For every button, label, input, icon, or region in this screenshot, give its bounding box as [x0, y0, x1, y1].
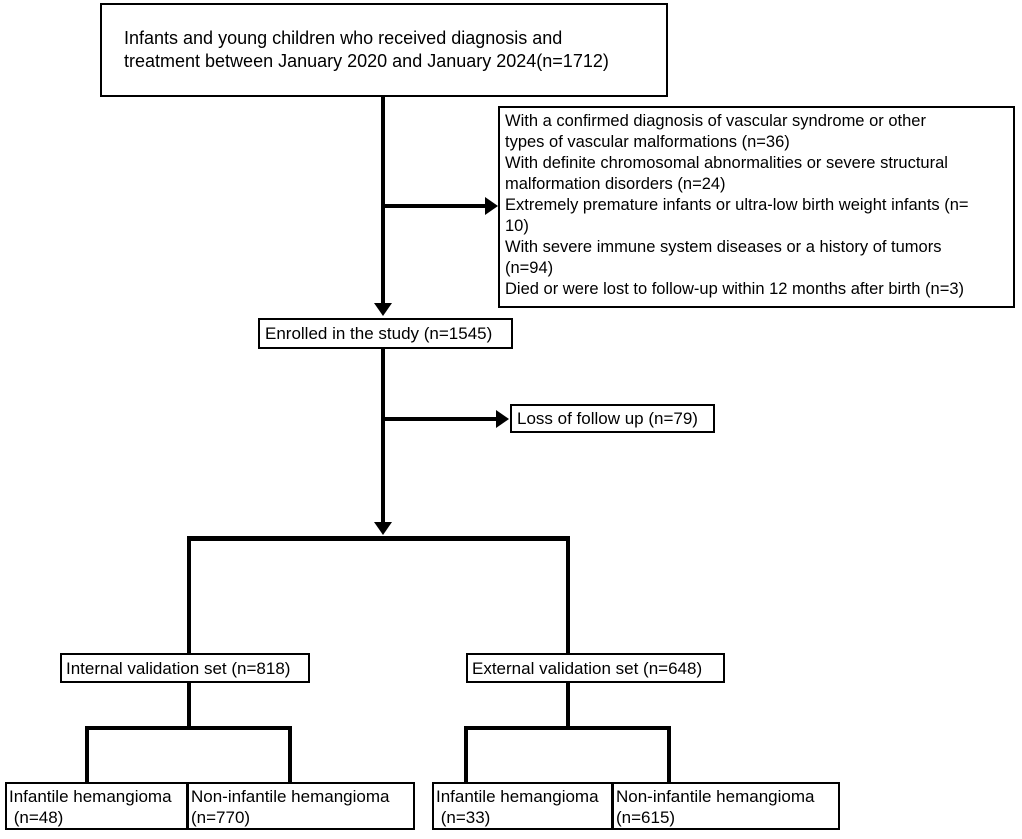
internal-infantile-count: (n=48)	[9, 808, 64, 827]
internal-infantile-line: Infantile hemangioma	[9, 787, 172, 806]
enrolled-label: Enrolled in the study (n=1545)	[265, 324, 493, 343]
external-validation-box: External validation set (n=648)	[466, 653, 725, 683]
external-infantile-line: Infantile hemangioma	[436, 787, 599, 806]
internal-non-infantile-hemangioma-box: Non-infantile hemangioma (n=770)	[187, 782, 415, 830]
exclusion-text-line: (n=94)	[505, 259, 554, 277]
external-infantile-hemangioma-box: Infantile hemangioma (n=33)	[432, 782, 613, 830]
internal-non-infantile-line: Non-infantile hemangioma	[191, 787, 390, 806]
external-sub-right-vertical	[667, 726, 671, 782]
exclusion-text-line: With severe immune system diseases or a …	[505, 238, 942, 256]
exclusion-box: With a confirmed diagnosis of vascular s…	[498, 106, 1015, 308]
internal-infantile-hemangioma-box: Infantile hemangioma (n=48)	[5, 782, 188, 830]
arrow-right-icon	[496, 410, 509, 428]
population-text-line: Infants and young children who received …	[124, 28, 563, 48]
exclusion-text-line: With definite chromosomal abnormalities …	[505, 154, 948, 172]
internal-sub-right-vertical	[288, 726, 292, 782]
external-non-infantile-count: (n=615)	[616, 808, 676, 827]
exclusion-text-line: types of vascular malformations (n=36)	[505, 133, 790, 151]
external-sub-left-vertical	[464, 726, 468, 782]
external-non-infantile-line: Non-infantile hemangioma	[616, 787, 815, 806]
internal-sub-left-vertical	[85, 726, 89, 782]
external-stem-vertical	[566, 683, 570, 728]
external-validation-label: External validation set (n=648)	[472, 658, 703, 678]
population-text-line: treatment between January 2020 and Janua…	[124, 51, 609, 71]
connector-to-exclusions	[383, 204, 487, 208]
split-branch-right-vertical	[566, 536, 570, 653]
connector-to-loss	[383, 417, 498, 421]
exclusion-text-line: Died or were lost to follow-up within 12…	[505, 280, 965, 298]
external-infantile-count: (n=33)	[436, 808, 491, 827]
internal-validation-box: Internal validation set (n=818)	[60, 653, 310, 683]
exclusion-text-line: Extremely premature infants or ultra-low…	[505, 196, 969, 214]
arrow-down-icon	[374, 522, 392, 535]
split-branch-left-vertical	[187, 536, 191, 653]
population-box: Infants and young children who received …	[100, 3, 668, 97]
arrow-down-icon	[374, 303, 392, 316]
connector-population-to-enrolled	[381, 97, 385, 306]
internal-non-infantile-count: (n=770)	[191, 808, 251, 827]
exclusion-text-line: malformation disorders (n=24)	[505, 175, 726, 193]
external-non-infantile-hemangioma-box: Non-infantile hemangioma (n=615)	[612, 782, 840, 830]
loss-of-followup-label: Loss of follow up (n=79)	[517, 409, 698, 428]
internal-validation-label: Internal validation set (n=818)	[66, 658, 291, 678]
connector-enrolled-to-split	[381, 349, 385, 524]
arrow-right-icon	[485, 197, 498, 215]
exclusion-text-line: With a confirmed diagnosis of vascular s…	[505, 112, 926, 130]
internal-sub-branch-horizontal	[85, 726, 292, 730]
split-branch-horizontal	[187, 536, 570, 541]
loss-of-followup-box: Loss of follow up (n=79)	[510, 404, 715, 433]
enrolled-box: Enrolled in the study (n=1545)	[258, 318, 513, 349]
external-sub-branch-horizontal	[464, 726, 671, 730]
exclusion-text-line: 10)	[505, 217, 529, 235]
internal-stem-vertical	[187, 683, 191, 728]
